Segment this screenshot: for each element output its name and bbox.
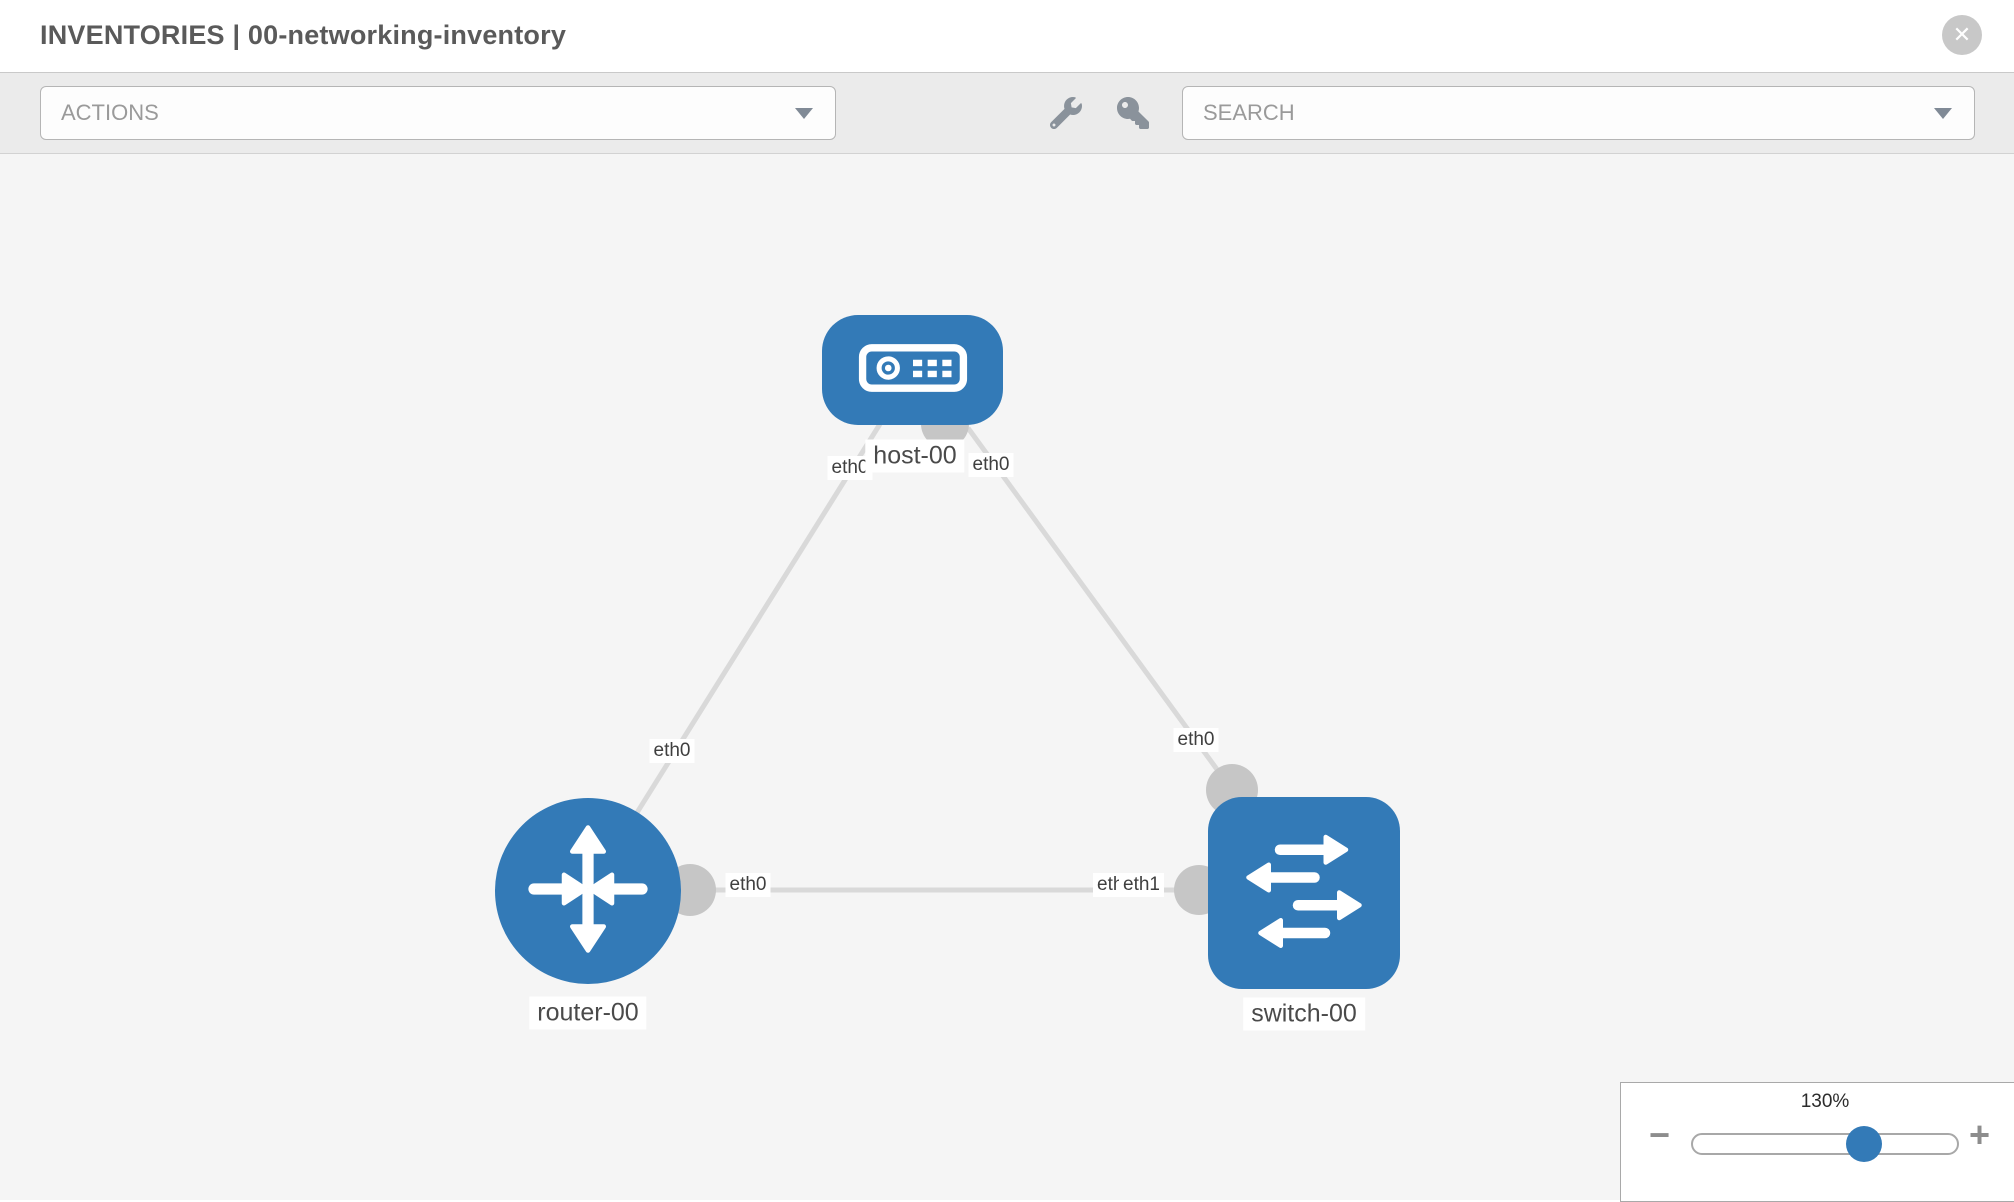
wrench-icon xyxy=(1049,96,1082,134)
toolbar: ACTIONS SEARCH xyxy=(0,72,2014,154)
iface-label-host-left: eth0 xyxy=(827,456,873,480)
switch-icon xyxy=(1229,816,1379,971)
topology-links xyxy=(585,422,1235,893)
page-title: INVENTORIES | 00-networking-inventory xyxy=(40,20,567,50)
close-icon[interactable]: ✕ xyxy=(1942,15,1982,55)
zoom-slider-handle[interactable] xyxy=(1846,1126,1882,1162)
host-icon xyxy=(858,342,968,399)
zoom-slider-track[interactable] xyxy=(1691,1133,1959,1155)
header: INVENTORIES | 00-networking-inventory ✕ xyxy=(0,0,2014,72)
iface-label-host-right: eth0 xyxy=(968,453,1014,477)
iface-label-switch-uplink: eth0 xyxy=(1173,728,1219,752)
topology-canvas[interactable]: host-00 router-00 switch-00 eth0 eth0 et… xyxy=(0,154,2014,1202)
router-icon xyxy=(513,814,663,969)
iface-label-router-port: eth0 xyxy=(725,873,771,897)
node-host-00[interactable] xyxy=(822,315,1003,425)
node-router-00[interactable] xyxy=(495,798,681,984)
search-dropdown[interactable]: SEARCH xyxy=(1182,86,1975,140)
zoom-panel: 130% − + xyxy=(1620,1082,2014,1202)
iface-label-router-uplink: eth0 xyxy=(649,739,695,763)
chevron-down-icon xyxy=(1934,108,1952,119)
zoom-out-button[interactable]: − xyxy=(1649,1114,1671,1155)
node-label-router: router-00 xyxy=(529,996,647,1030)
node-label-host: host-00 xyxy=(865,439,965,473)
node-label-switch: switch-00 xyxy=(1243,997,1365,1031)
zoom-level-readout: 130% xyxy=(1800,1091,1850,1112)
credentials-button[interactable] xyxy=(1115,96,1151,134)
actions-dropdown[interactable]: ACTIONS xyxy=(40,86,836,140)
chevron-down-icon xyxy=(795,108,813,119)
configure-tools-button[interactable] xyxy=(1048,96,1084,134)
key-icon xyxy=(1117,96,1149,134)
iface-label-switch-port-eth1: eth1 xyxy=(1119,873,1164,897)
zoom-in-button[interactable]: + xyxy=(1969,1114,1991,1155)
search-placeholder: SEARCH xyxy=(1203,100,1295,125)
node-switch-00[interactable] xyxy=(1208,797,1400,989)
actions-dropdown-label: ACTIONS xyxy=(61,100,159,125)
